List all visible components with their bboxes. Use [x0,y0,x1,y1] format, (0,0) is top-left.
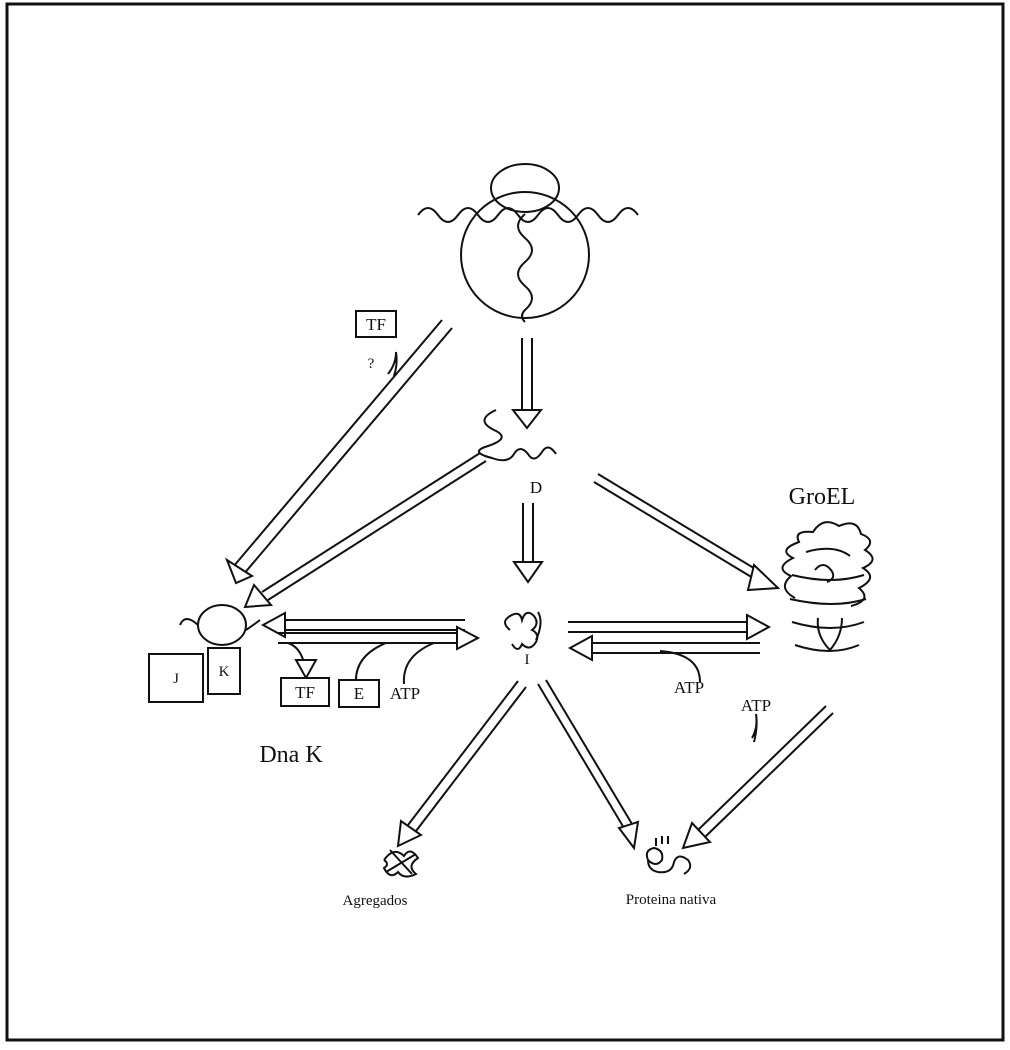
arrow-intermediate-to-groel [568,615,769,639]
arrow-denatured-to-intermediate [514,503,542,582]
pathway-arrows [227,320,833,848]
dnak-label: Dna K [259,742,323,768]
e-label: E [354,684,364,703]
tf-label: TF [366,315,386,334]
intermediate-fold-icon [505,612,541,649]
atp-groel-release-branch [752,714,757,742]
arrow-dnak-to-intermediate [278,627,478,684]
arrow-intermediate-to-aggregates [398,681,526,846]
e-join-branch [356,643,386,684]
intermediate-label: I [525,652,530,668]
atp-groel-release-label: ATP [741,696,771,715]
question-mark-label: ? [368,356,375,372]
arrow-intermediate-to-native [538,680,638,848]
tf-release-label: TF [295,683,315,702]
nascent-chain [518,214,532,322]
atp-join-branch [404,643,434,684]
atp-groel-return-label: ATP [674,678,704,697]
arrow-denatured-to-groel [594,474,778,590]
denatured-chain-icon [479,410,556,460]
native-protein-label: Proteina nativa [626,892,717,908]
groel-chaperonin-icon [782,522,872,651]
denatured-label: D [530,478,542,497]
native-protein-icon [647,836,690,874]
groel-label: GroEL [789,484,856,510]
k-label: K [219,664,230,680]
tf-join-branch [388,352,397,376]
figure-frame [7,4,1003,1040]
j-label: J [173,671,179,687]
ribosome-large-subunit [461,192,589,318]
aggregates-label: Agregados [343,893,408,909]
dnak-bound-chain [180,619,198,625]
arrow-groel-to-native [683,706,833,848]
arrow-ribosome-to-denatured [513,338,541,428]
ribosome [418,164,638,322]
arrow-groel-to-intermediate [570,636,760,682]
ribosome-small-subunit [491,164,559,212]
dnak-body [198,605,246,645]
dnak-complex [149,605,260,702]
aggregate-icon [384,850,418,877]
mrna-wave [418,208,638,222]
atp-dnak-label: ATP [390,684,420,703]
